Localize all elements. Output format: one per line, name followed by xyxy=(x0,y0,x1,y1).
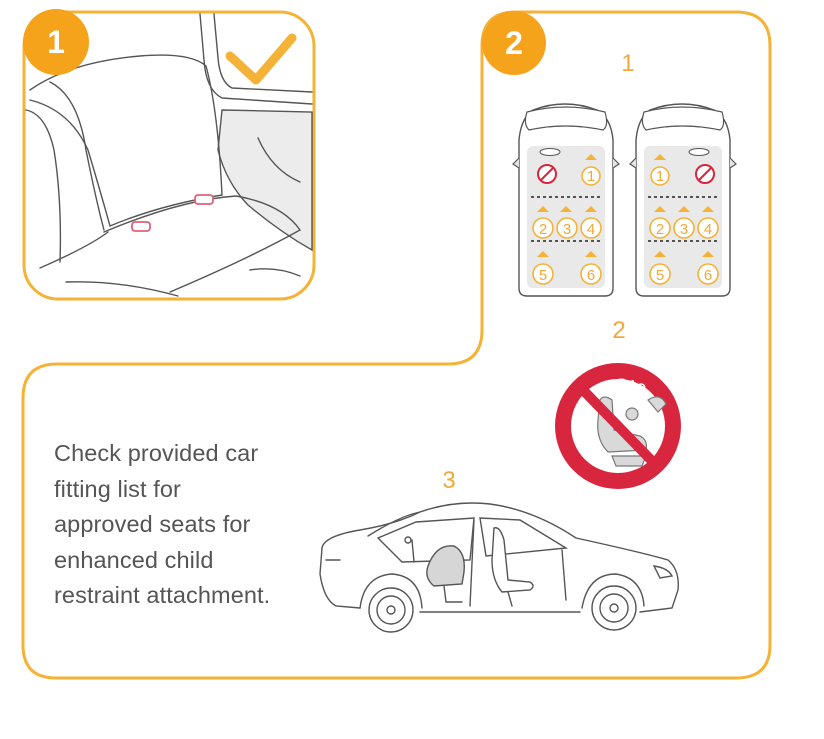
seat-4-label: 4 xyxy=(704,221,712,238)
car-top-view-left: 1 2 3 4 5 6 xyxy=(512,103,620,297)
seat-5-label: 5 xyxy=(656,267,664,284)
no-child-seat-with-airbag-icon: AIRBAG xyxy=(555,363,681,489)
instruction-line: enhanced child xyxy=(54,546,214,573)
seat-4-label: 4 xyxy=(587,221,595,238)
checkmark-icon xyxy=(225,33,297,85)
car-top-view-right: 1 2 3 4 5 6 xyxy=(629,103,737,297)
seat-2-label: 2 xyxy=(656,221,664,238)
car-side-view xyxy=(319,502,679,633)
seat-1-label: 1 xyxy=(656,168,664,185)
panel-seat-illustration: 1 xyxy=(22,9,316,301)
instruction-text: Check provided car fitting list for appr… xyxy=(54,436,314,614)
step-2-badge: 2 xyxy=(482,11,546,75)
seat-5-label: 5 xyxy=(539,267,547,284)
seat-3-label: 3 xyxy=(680,221,688,238)
instruction-line: approved seats for xyxy=(54,511,251,537)
instruction-line: Check provided car xyxy=(54,440,259,466)
no-seat-icon xyxy=(537,164,557,184)
no-seat-icon xyxy=(695,164,715,184)
step-2-number: 2 xyxy=(505,25,523,61)
panel-fitting-border xyxy=(21,10,772,680)
step-1-number: 1 xyxy=(47,24,65,60)
label-car-side: 3 xyxy=(442,467,455,494)
instruction-line: fitting list for xyxy=(54,475,181,502)
step-1-badge: 1 xyxy=(23,9,89,75)
rear-seat-drawing xyxy=(25,13,313,297)
seat-1-label: 1 xyxy=(587,168,595,185)
seat-6-label: 6 xyxy=(704,267,712,284)
seat-2-label: 2 xyxy=(539,221,547,238)
label-airbag: 2 xyxy=(612,317,625,344)
instruction-line: restraint attachment. xyxy=(54,582,271,608)
label-fit-diagrams: 1 xyxy=(621,50,634,77)
seat-6-label: 6 xyxy=(587,267,595,284)
seat-3-label: 3 xyxy=(563,221,571,238)
